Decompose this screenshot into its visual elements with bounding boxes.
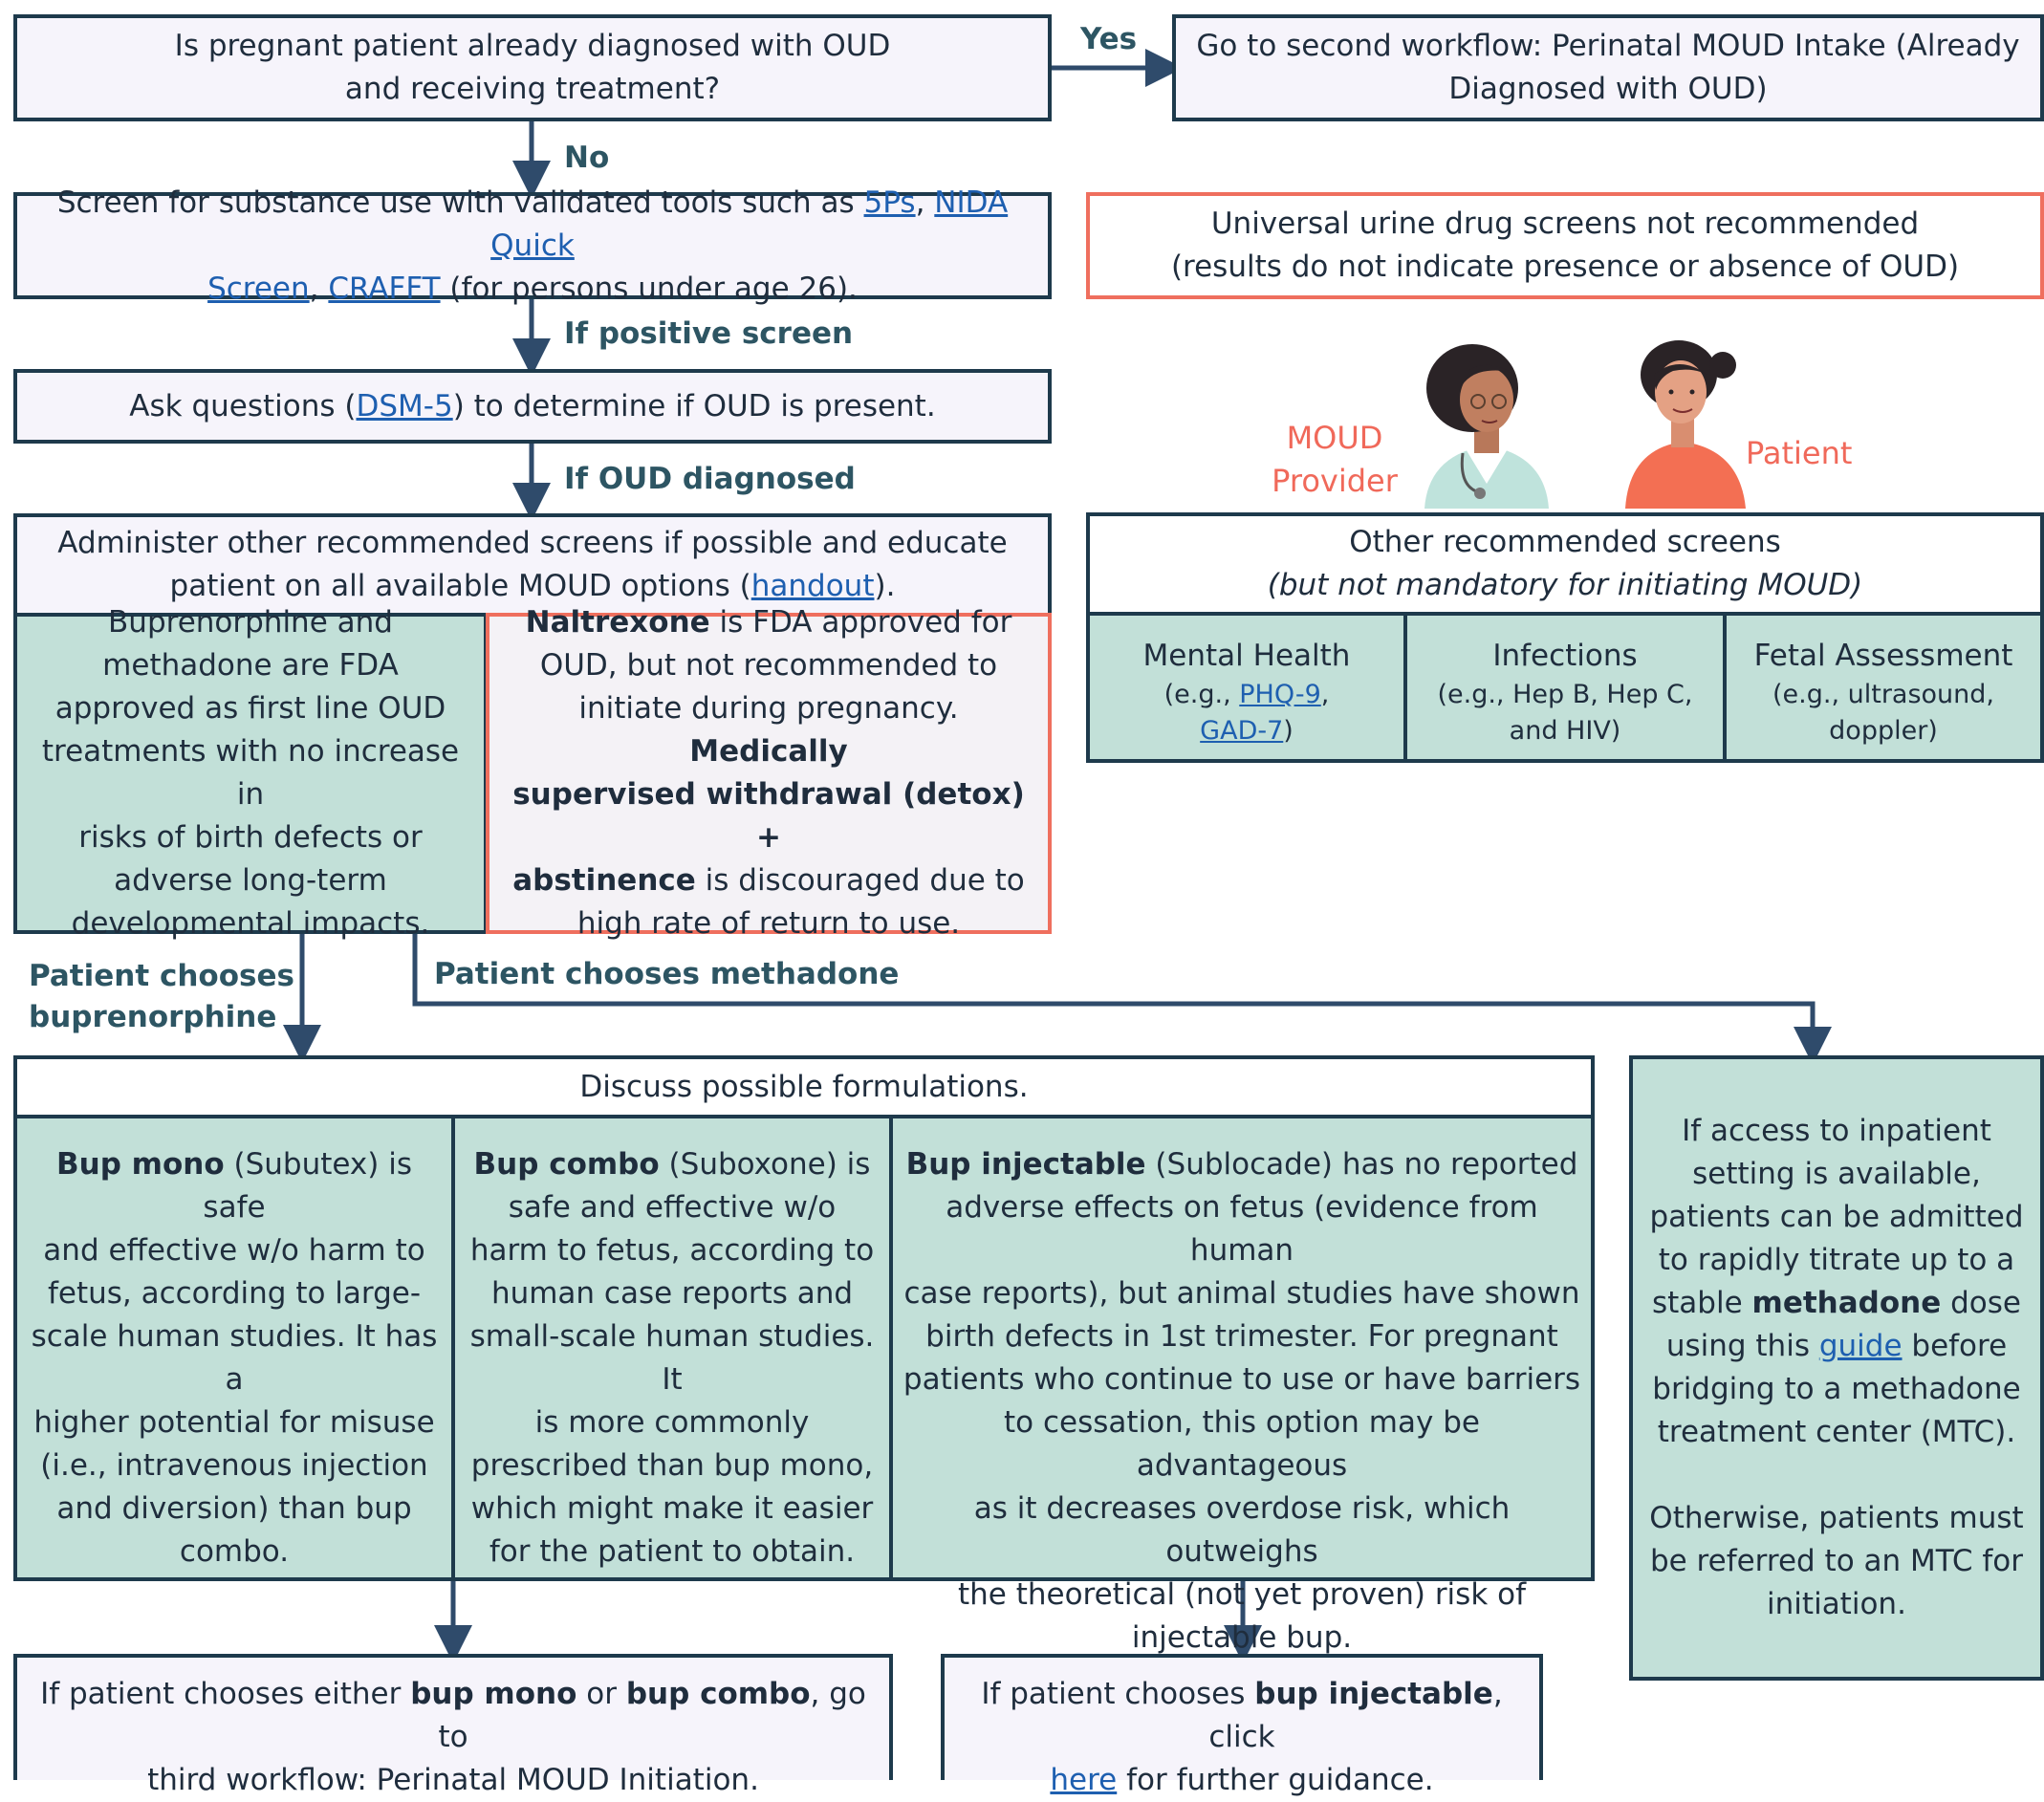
fetal-assessment-cell: Fetal Assessment (e.g., ultrasound,doppl… bbox=[1723, 612, 2044, 763]
bup-injectable-cell: Bup injectable (Sublocade) has no report… bbox=[889, 1115, 1595, 1655]
guide-link[interactable]: guide bbox=[1818, 1329, 1903, 1363]
text-line: injectable bup. bbox=[1131, 1620, 1353, 1655]
urine-screen-note: Universal urine drug screens not recomme… bbox=[1086, 192, 2044, 299]
formulation-name: Bup combo bbox=[473, 1147, 660, 1182]
second-workflow-box[interactable]: Go to second workflow: Perinatal MOUD In… bbox=[1172, 14, 2044, 121]
ask-dsm5-box: Ask questions (DSM-5) to determine if OU… bbox=[13, 369, 1052, 444]
methadone-inpatient-box: If access to inpatient setting is availa… bbox=[1629, 1055, 2044, 1681]
text-line: higher potential for misuse bbox=[33, 1405, 435, 1440]
5ps-link[interactable]: 5Ps bbox=[863, 185, 916, 220]
text-line: (i.e., intravenous injection bbox=[40, 1448, 428, 1483]
screen-substance-use-box: Screen for substance use with validated … bbox=[13, 185, 1052, 306]
chooses-methadone-label: Patient chooses methadone bbox=[434, 957, 900, 991]
administer-screens-box: Administer other recommended screens if … bbox=[13, 513, 1052, 617]
if-oud-label: If OUD diagnosed bbox=[564, 462, 856, 496]
here-link[interactable]: here bbox=[1050, 1763, 1118, 1797]
naltrexone-box: Naltrexone is FDA approved for OUD, but … bbox=[486, 605, 1052, 941]
yes-label: Yes bbox=[1080, 22, 1138, 56]
formulation-name: Bup injectable bbox=[905, 1147, 1146, 1182]
injectable-guidance-box: If patient chooses bup injectable, click… bbox=[941, 1654, 1543, 1797]
formulation-name: Bup mono bbox=[56, 1147, 225, 1182]
text-line: methadone are FDA bbox=[102, 648, 399, 683]
formulation-text: (Suboxone) is bbox=[659, 1147, 871, 1182]
infections-cell: Infections (e.g., Hep B, Hep C,and HIV) bbox=[1403, 612, 1727, 763]
gad7-link[interactable]: GAD-7 bbox=[1200, 716, 1284, 746]
if-positive-label: If positive screen bbox=[564, 316, 854, 351]
nida-quick-screen-link-cont[interactable]: Screen bbox=[207, 271, 310, 306]
text-line: safe and effective w/o bbox=[508, 1190, 837, 1225]
text-line: to cessation, this option may be advanta… bbox=[1004, 1405, 1480, 1483]
text-line: is more commonly bbox=[534, 1405, 810, 1440]
patient-label: Patient bbox=[1746, 435, 1853, 471]
text-line: scale human studies. It has a bbox=[31, 1319, 438, 1397]
text-line: as it decreases overdose risk, which out… bbox=[973, 1491, 1511, 1569]
text-line: combo. bbox=[179, 1534, 290, 1569]
text-line: prescribed than bup mono, bbox=[470, 1448, 874, 1483]
text-line: patients who continue to use or have bar… bbox=[902, 1362, 1581, 1397]
text-line: approved as first line OUD bbox=[54, 691, 446, 726]
mental-health-cell: Mental Health (e.g., PHQ-9,GAD-7) bbox=[1086, 612, 1407, 763]
text-line: Buprenorphine and bbox=[108, 605, 393, 640]
text-line: the theoretical (not yet proven) risk of bbox=[957, 1577, 1527, 1612]
provider-illustration bbox=[1424, 344, 1549, 509]
bup-mono-cell: Bup mono (Subutex) is safe and effective … bbox=[13, 1115, 455, 1581]
discuss-formulations-header: Discuss possible formulations. bbox=[13, 1055, 1595, 1118]
text-line: which might make it easier bbox=[470, 1491, 874, 1526]
question-already-diagnosed: Is pregnant patient already diagnosed wi… bbox=[13, 14, 1052, 121]
nida-quick-screen-link[interactable]: NIDA Quick bbox=[490, 185, 1009, 263]
text-line: developmental impacts. bbox=[71, 906, 430, 941]
third-workflow-box[interactable]: If patient chooses either bup mono or bu… bbox=[13, 1654, 893, 1797]
text-line: small-scale human studies. It bbox=[469, 1319, 875, 1397]
text-line: harm to fetus, according to bbox=[469, 1233, 875, 1268]
text-line: and diversion) than bup bbox=[56, 1491, 412, 1526]
methadone-arrow bbox=[412, 933, 1832, 1065]
formulation-text: (Sublocade) has no reported bbox=[1145, 1147, 1578, 1182]
text-line: adverse effects on fetus (evidence from … bbox=[946, 1190, 1538, 1268]
text-line: birth defects in 1st trimester. For preg… bbox=[925, 1319, 1558, 1354]
dsm5-link[interactable]: DSM-5 bbox=[356, 388, 453, 423]
crafft-link[interactable]: CRAFFT bbox=[328, 271, 441, 306]
bup-combo-cell: Bup combo (Suboxone) is safe and effectiv… bbox=[451, 1115, 893, 1581]
text-line: treatments with no increase in bbox=[41, 734, 460, 812]
text-line: case reports), but animal studies have s… bbox=[903, 1276, 1580, 1311]
no-label: No bbox=[564, 141, 610, 175]
formulation-text: (Subutex) is safe bbox=[203, 1147, 412, 1225]
text-line: fetus, according to large- bbox=[47, 1276, 422, 1311]
text-line: for the patient to obtain. bbox=[489, 1534, 856, 1569]
text-line: and effective w/o harm to bbox=[43, 1233, 425, 1268]
phq9-link[interactable]: PHQ-9 bbox=[1239, 680, 1321, 709]
bup-methadone-first-line-box: Buprenorphine and methadone are FDA approv… bbox=[13, 605, 488, 941]
text-line: human case reports and bbox=[490, 1276, 854, 1311]
text-line: risks of birth defects or bbox=[78, 820, 423, 855]
handout-link[interactable]: handout bbox=[750, 569, 875, 603]
patient-illustration bbox=[1625, 340, 1746, 509]
other-screens-header: Other recommended screens(but not mandat… bbox=[1086, 512, 2044, 616]
text-line: adverse long-term bbox=[114, 863, 387, 898]
